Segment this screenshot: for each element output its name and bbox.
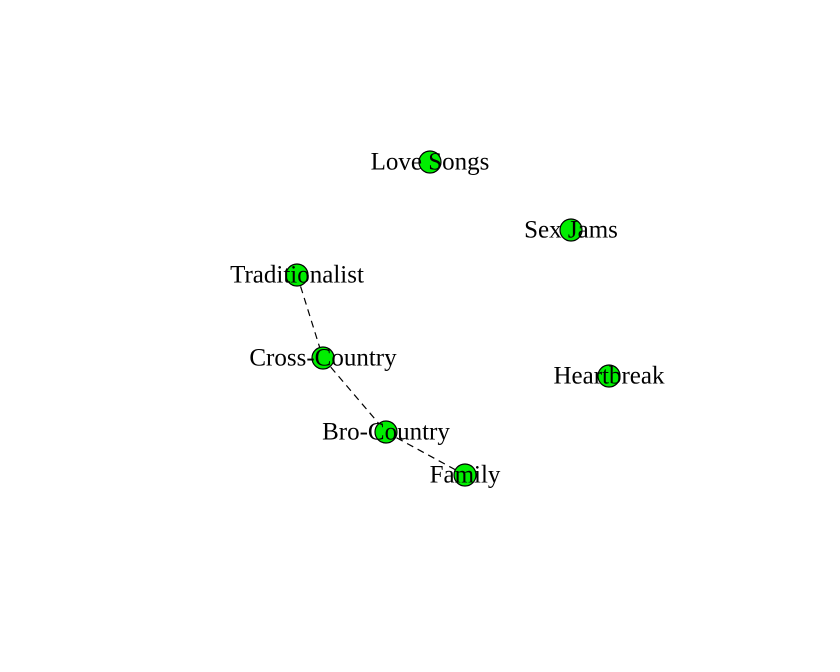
node-heartbreak: Heartbreak	[553, 363, 665, 390]
node-label-cross-country: Cross-Country	[249, 345, 397, 372]
node-label-traditionalist: Traditionalist	[230, 262, 364, 289]
node-label-bro-country: Bro-Country	[322, 419, 450, 446]
node-circle-traditionalist	[285, 263, 309, 287]
node-traditionalist: Traditionalist	[230, 262, 364, 289]
node-label-sex-jams: Sex Jams	[524, 217, 618, 244]
node-sex-jams: Sex Jams	[524, 217, 618, 244]
edges-layer	[296, 274, 466, 476]
node-circle-family	[453, 463, 477, 487]
node-label-heartbreak: Heartbreak	[553, 363, 665, 390]
edge-cross-country-bro-country	[322, 357, 387, 433]
edge-bro-country-family	[385, 431, 466, 476]
node-circle-bro-country	[374, 420, 398, 444]
node-circle-heartbreak	[597, 364, 621, 388]
node-family: Family	[430, 462, 501, 489]
node-circle-love-songs	[418, 150, 442, 174]
node-cross-country: Cross-Country	[249, 345, 397, 372]
node-circle-sex-jams	[559, 218, 583, 242]
edge-traditionalist-cross-country	[296, 274, 324, 359]
node-love-songs: Love Songs	[371, 149, 490, 176]
node-circle-cross-country	[311, 346, 335, 370]
node-bro-country: Bro-Country	[322, 419, 450, 446]
node-label-love-songs: Love Songs	[371, 149, 490, 176]
node-label-family: Family	[430, 462, 501, 489]
